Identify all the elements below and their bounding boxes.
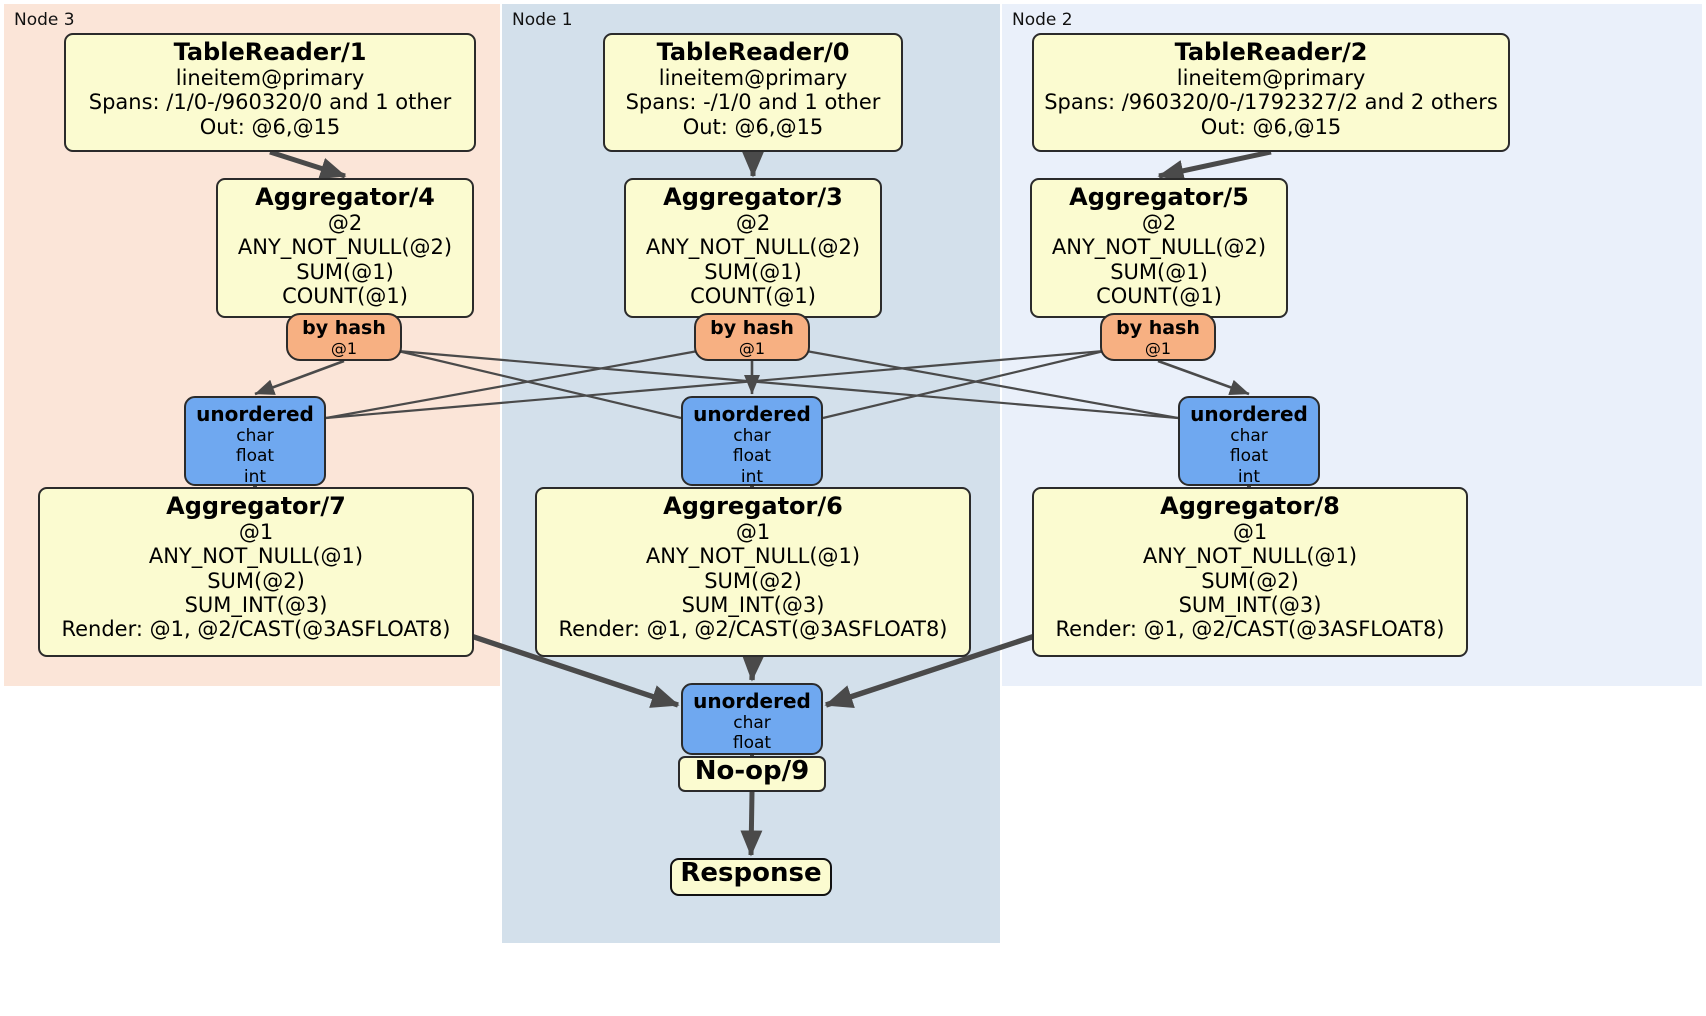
processor-detail-line: @2	[1141, 210, 1177, 235]
processor-title: Aggregator/7	[166, 492, 346, 520]
router-type: char	[733, 426, 771, 446]
processor-detail-line: ANY_NOT_NULL(@2)	[237, 235, 453, 260]
processor-noop[interactable]: No-op/9	[678, 756, 826, 792]
response-node[interactable]: Response	[670, 858, 832, 896]
hash-router-label: by hash	[710, 317, 794, 339]
router-type: char	[236, 426, 274, 446]
processor-title: Aggregator/6	[663, 492, 843, 520]
processor-title: Aggregator/5	[1069, 183, 1249, 211]
processor-title: Aggregator/3	[663, 183, 843, 211]
processor-detail-line: SUM_INT(@3)	[681, 592, 825, 617]
router-label: unordered	[693, 689, 811, 713]
processor-detail-line: Spans: -/1/0 and 1 other	[625, 90, 881, 115]
processor-detail-line: @2	[327, 210, 363, 235]
processor-detail-line: Render: @1, @2/CAST(@3ASFLOAT8)	[558, 617, 948, 642]
processor-detail-line: SUM_INT(@3)	[184, 592, 328, 617]
processor-detail-line: ANY_NOT_NULL(@1)	[148, 544, 364, 569]
processor-title: Aggregator/8	[1160, 492, 1340, 520]
router-type: int	[740, 466, 764, 487]
processor-detail-line: SUM(@2)	[1201, 568, 1299, 593]
processor-detail-line: @1	[238, 519, 274, 544]
router-label: unordered	[1190, 402, 1308, 426]
node-panel-label: Node 3	[14, 10, 75, 30]
hash-router-byhash4[interactable]: by hash@1	[286, 313, 402, 361]
processor-detail-line: SUM(@2)	[704, 568, 802, 593]
processor-detail-line: ANY_NOT_NULL(@1)	[1142, 544, 1358, 569]
node-panel-label: Node 2	[1012, 10, 1073, 30]
processor-detail-line: Spans: /1/0-/960320/0 and 1 other	[88, 90, 452, 115]
processor-detail-line: SUM(@1)	[1110, 259, 1208, 284]
processor-detail-line: Out: @6,@15	[682, 114, 824, 139]
processor-detail-line: Out: @6,@15	[199, 114, 341, 139]
processor-detail-line: Render: @1, @2/CAST(@3ASFLOAT8)	[61, 617, 451, 642]
processor-detail-line: @2	[735, 210, 771, 235]
router-type: float	[1229, 446, 1269, 467]
processor-detail-line: lineitem@primary	[658, 65, 848, 90]
processor-detail-line: ANY_NOT_NULL(@2)	[645, 235, 861, 260]
hash-router-label: by hash	[1116, 317, 1200, 339]
processor-detail-line: lineitem@primary	[1176, 65, 1366, 90]
processor-detail-line: COUNT(@1)	[690, 283, 816, 308]
processor-detail-line: COUNT(@1)	[282, 283, 408, 308]
hash-router-label: by hash	[302, 317, 386, 339]
router-type: float	[732, 733, 772, 754]
node-panel-label: Node 1	[512, 10, 573, 30]
processor-detail-line: SUM(@2)	[207, 568, 305, 593]
processor-detail-line: SUM_INT(@3)	[1178, 592, 1322, 617]
hash-router-column: @1	[330, 338, 358, 358]
processor-detail-line: lineitem@primary	[175, 65, 365, 90]
processor-detail-line: SUM(@1)	[296, 259, 394, 284]
processor-title: Aggregator/4	[255, 183, 435, 211]
processor-detail-line: COUNT(@1)	[1096, 283, 1222, 308]
processor-title: TableReader/1	[173, 38, 367, 66]
processor-detail-line: Render: @1, @2/CAST(@3ASFLOAT8)	[1055, 617, 1445, 642]
processor-detail-line: @1	[735, 519, 771, 544]
router-type: int	[243, 466, 267, 487]
hash-router-column: @1	[1144, 338, 1172, 358]
processor-title: No-op/9	[694, 756, 810, 786]
router-label: unordered	[693, 402, 811, 426]
processor-detail-line: ANY_NOT_NULL(@1)	[645, 544, 861, 569]
router-type: int	[1237, 466, 1261, 487]
router-type: float	[732, 446, 772, 467]
processor-title: TableReader/2	[1174, 38, 1368, 66]
hash-router-byhash5[interactable]: by hash@1	[1100, 313, 1216, 361]
processor-detail-line: @1	[1232, 519, 1268, 544]
router-type: char	[733, 713, 771, 733]
router-label: unordered	[196, 402, 314, 426]
hash-router-column: @1	[738, 338, 766, 358]
router-type: float	[235, 446, 275, 467]
hash-router-byhash3[interactable]: by hash@1	[694, 313, 810, 361]
processor-title: TableReader/0	[656, 38, 850, 66]
processor-detail-line: SUM(@1)	[704, 259, 802, 284]
router-type: char	[1230, 426, 1268, 446]
processor-detail-line: Spans: /960320/0-/1792327/2 and 2 others	[1044, 90, 1498, 115]
processor-detail-line: ANY_NOT_NULL(@2)	[1051, 235, 1267, 260]
processor-detail-line: Out: @6,@15	[1200, 114, 1342, 139]
response-label: Response	[680, 858, 822, 888]
